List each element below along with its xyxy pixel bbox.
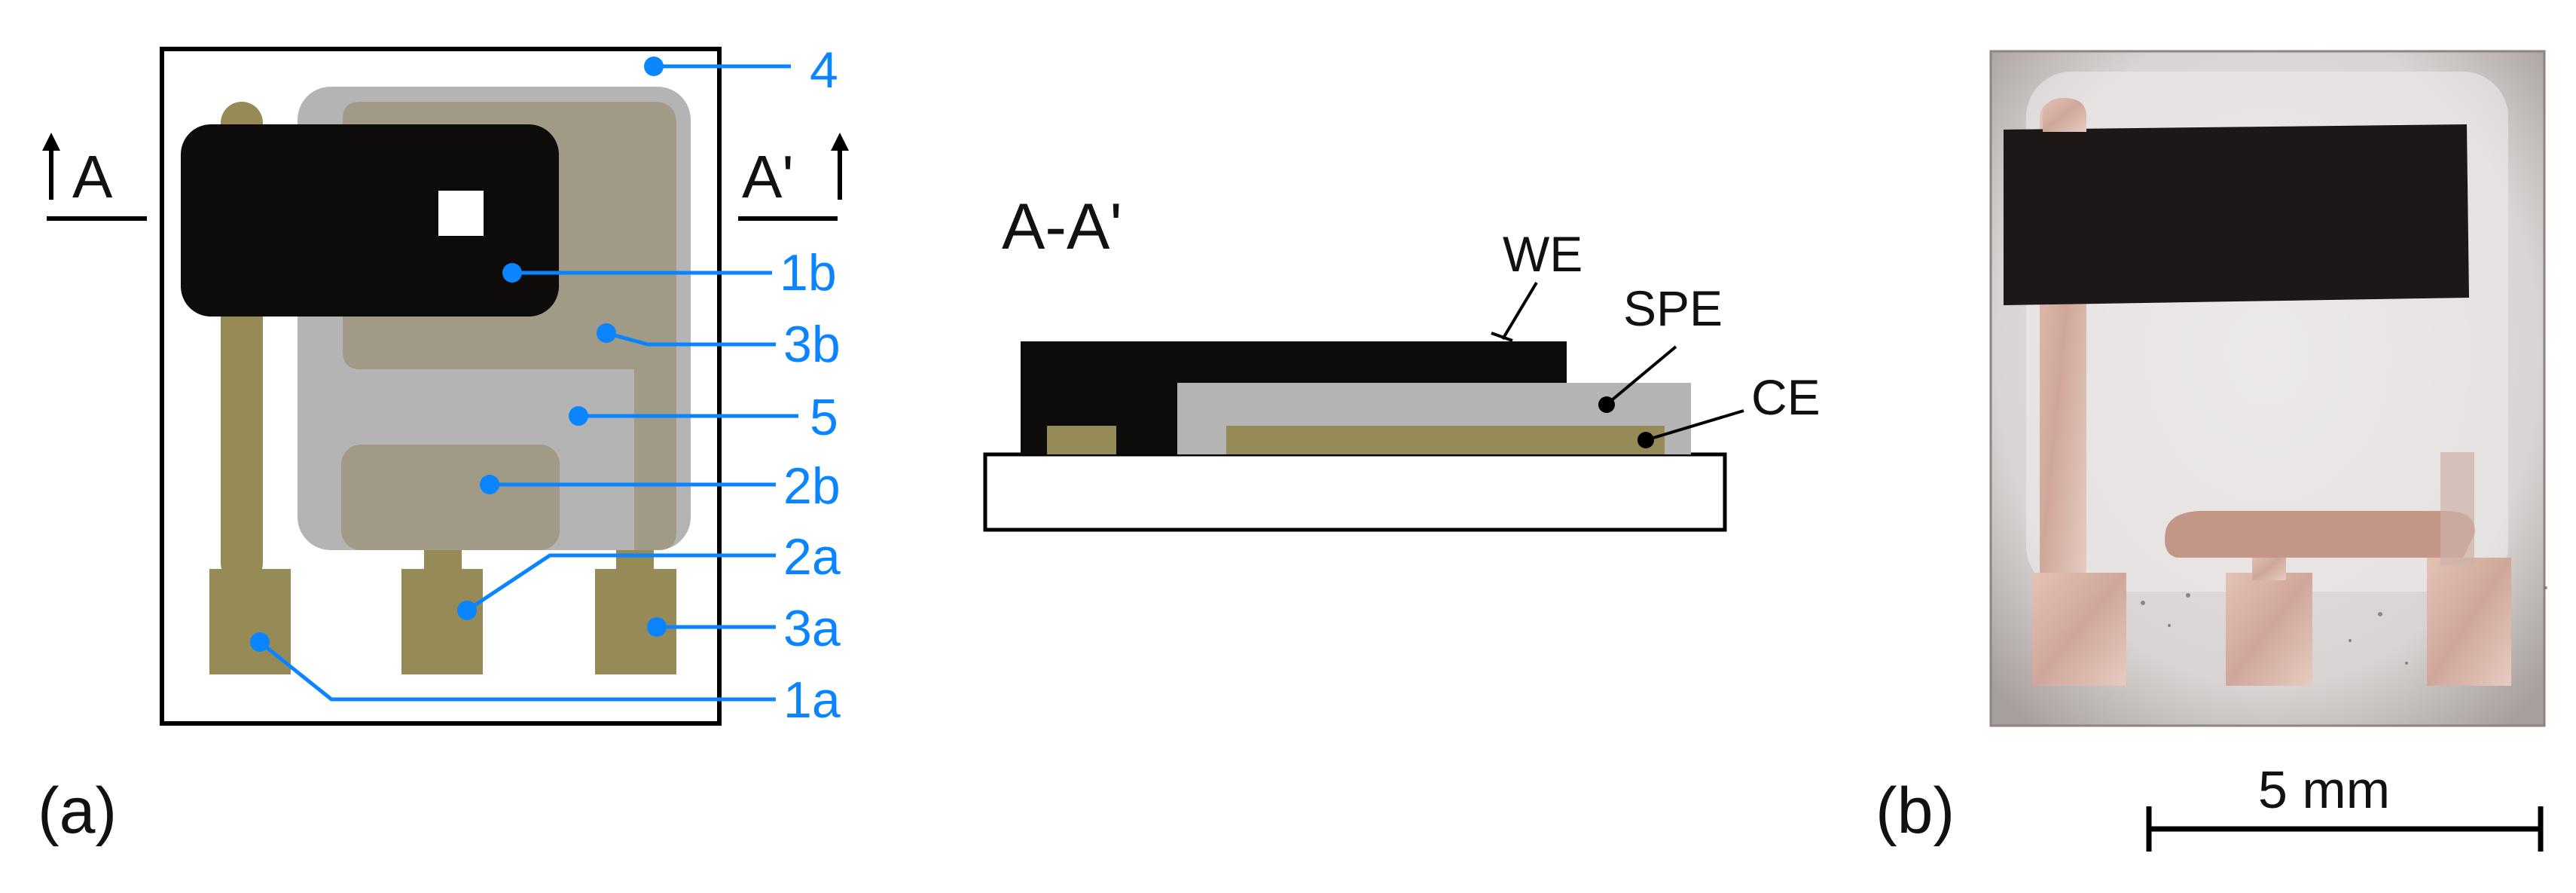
callout-1a: 1a	[783, 671, 841, 729]
ce-dot	[1637, 432, 1654, 448]
callout-3a: 3a	[783, 600, 841, 657]
photo-working-electrode	[2004, 124, 2469, 305]
label-we: WE	[1503, 226, 1583, 282]
callout-5: 5	[810, 389, 838, 446]
callout-2b: 2b	[783, 457, 841, 515]
scale-bar-label: 5 mm	[2258, 760, 2390, 819]
photo-electrode-1-pad	[2032, 573, 2126, 686]
label-spe: SPE	[1623, 280, 1723, 336]
callout-leaders	[258, 64, 798, 702]
panel-a-tag: (a)	[38, 775, 117, 847]
spe-dot	[1598, 396, 1615, 413]
callout-4: 4	[810, 41, 838, 99]
cross-section-title: A-A'	[1002, 191, 1122, 263]
callout-3b: 3b	[783, 316, 841, 373]
photo-electrode-1-top	[2043, 98, 2086, 132]
cross-section-ce-layer	[1226, 426, 1665, 454]
section-label-left: A	[72, 143, 113, 210]
cross-section-diagram: A-A' WE SPE CE	[983, 191, 1821, 532]
photo-electrode-2-stem	[2252, 554, 2286, 580]
photo-speckles	[2141, 586, 2547, 665]
section-marker-left: A	[42, 133, 147, 221]
photo-electrode-3-pad	[2427, 558, 2511, 686]
callout-1b: 1b	[780, 244, 837, 301]
panel-b-tag: (b)	[1876, 775, 1955, 847]
reference-electrode-area	[341, 445, 560, 550]
photo-electrode-3-trace	[2440, 452, 2474, 565]
cross-section-substrate	[983, 452, 1727, 532]
cross-section-leaders	[1491, 281, 1744, 442]
section-label-right: A'	[742, 143, 794, 210]
callout-2a: 2a	[783, 528, 841, 586]
top-view-diagram: A A' 4	[38, 41, 849, 847]
working-electrode-area	[181, 124, 559, 317]
scale-bar: 5 mm	[2146, 760, 2544, 852]
label-ce: CE	[1751, 369, 1821, 425]
section-marker-right: A'	[738, 133, 849, 221]
photo-reference-bar	[2165, 511, 2475, 558]
working-electrode-window	[438, 191, 484, 236]
sensor-photo: (b) 5 mm	[1876, 50, 2547, 852]
electrode-2-pad	[401, 569, 483, 674]
cross-section-we-contact	[1047, 426, 1116, 454]
callout-labels: 4 1b 3b 5 2b 2a 3a 1a	[780, 41, 841, 729]
photo-electrode-2-pad	[2226, 573, 2312, 686]
callout-dots	[250, 57, 667, 652]
